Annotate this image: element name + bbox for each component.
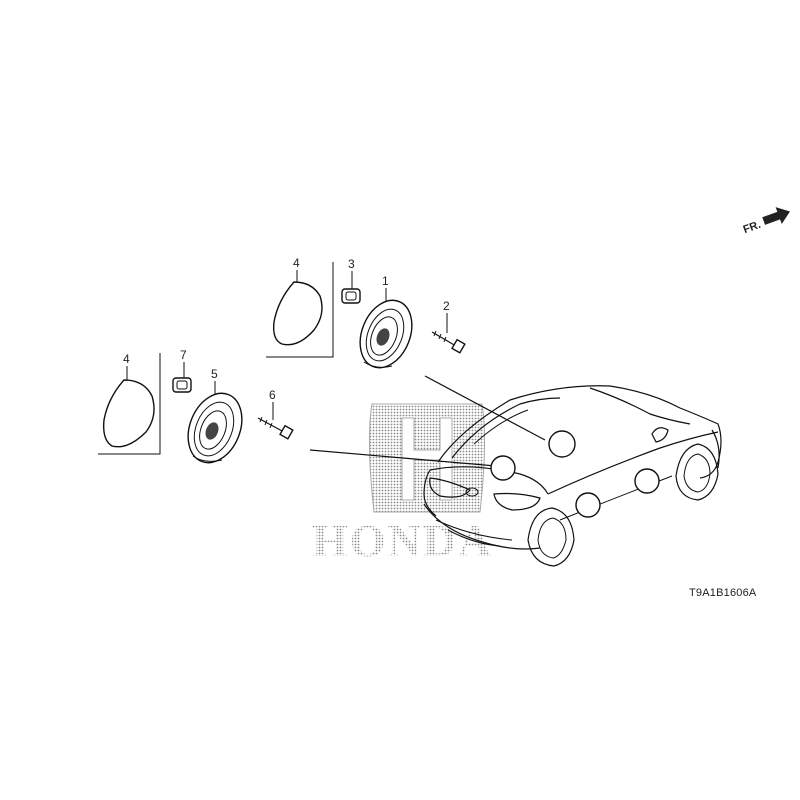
car-rear-window [451,397,561,459]
tail-light-left [429,477,471,498]
callout-6: 6 [269,388,276,402]
lower-speaker-group: 4 7 5 6 [98,348,294,464]
speaker-location-rear-lower [490,455,516,481]
speaker-locations [490,430,660,518]
pointer-upper-to-car [424,375,546,441]
callout-1: 1 [382,274,389,288]
bolt-2 [431,330,466,354]
car-side-line [547,431,719,495]
car-roofline [589,387,691,425]
callout-2: 2 [443,299,450,313]
speaker-location-door-front [634,468,660,494]
callout-7: 7 [180,348,187,362]
pointer-lower-to-car [309,449,497,467]
bolt-6 [257,416,294,440]
speaker-location-rear-upper [548,430,576,458]
speaker-1 [359,299,413,369]
tail-light-right [493,492,541,511]
grommet-7 [172,377,192,393]
front-wheel [675,443,719,501]
fr-label: FR. [742,219,763,236]
front-direction-indicator: FR. [742,207,790,236]
bracket-upper [266,262,334,358]
bracket-lower [98,353,161,455]
speaker-location-door-rear [575,492,601,518]
callout-4-lower: 4 [123,352,130,366]
speaker-5 [187,392,243,464]
callout-4-upper: 4 [293,256,300,270]
speaker-cover-lower [102,379,155,448]
rear-wheel [527,507,575,567]
rear-bumper [423,503,541,550]
upper-speaker-group: 4 3 1 2 [266,256,466,369]
grommet-3 [341,288,361,304]
callout-5: 5 [211,367,218,381]
callout-3: 3 [348,257,355,271]
car-body-outline [437,385,722,479]
side-mirror [651,427,669,443]
speaker-cover-upper [272,281,323,346]
car-trunk-lid [429,466,549,495]
drawing-code: T9A1B1606A [689,587,757,599]
honda-logo-watermark: HONDA [312,403,493,566]
arrow-right-icon [762,207,790,225]
honda-h-emblem [368,403,486,513]
honda-wordmark: HONDA [312,515,493,566]
